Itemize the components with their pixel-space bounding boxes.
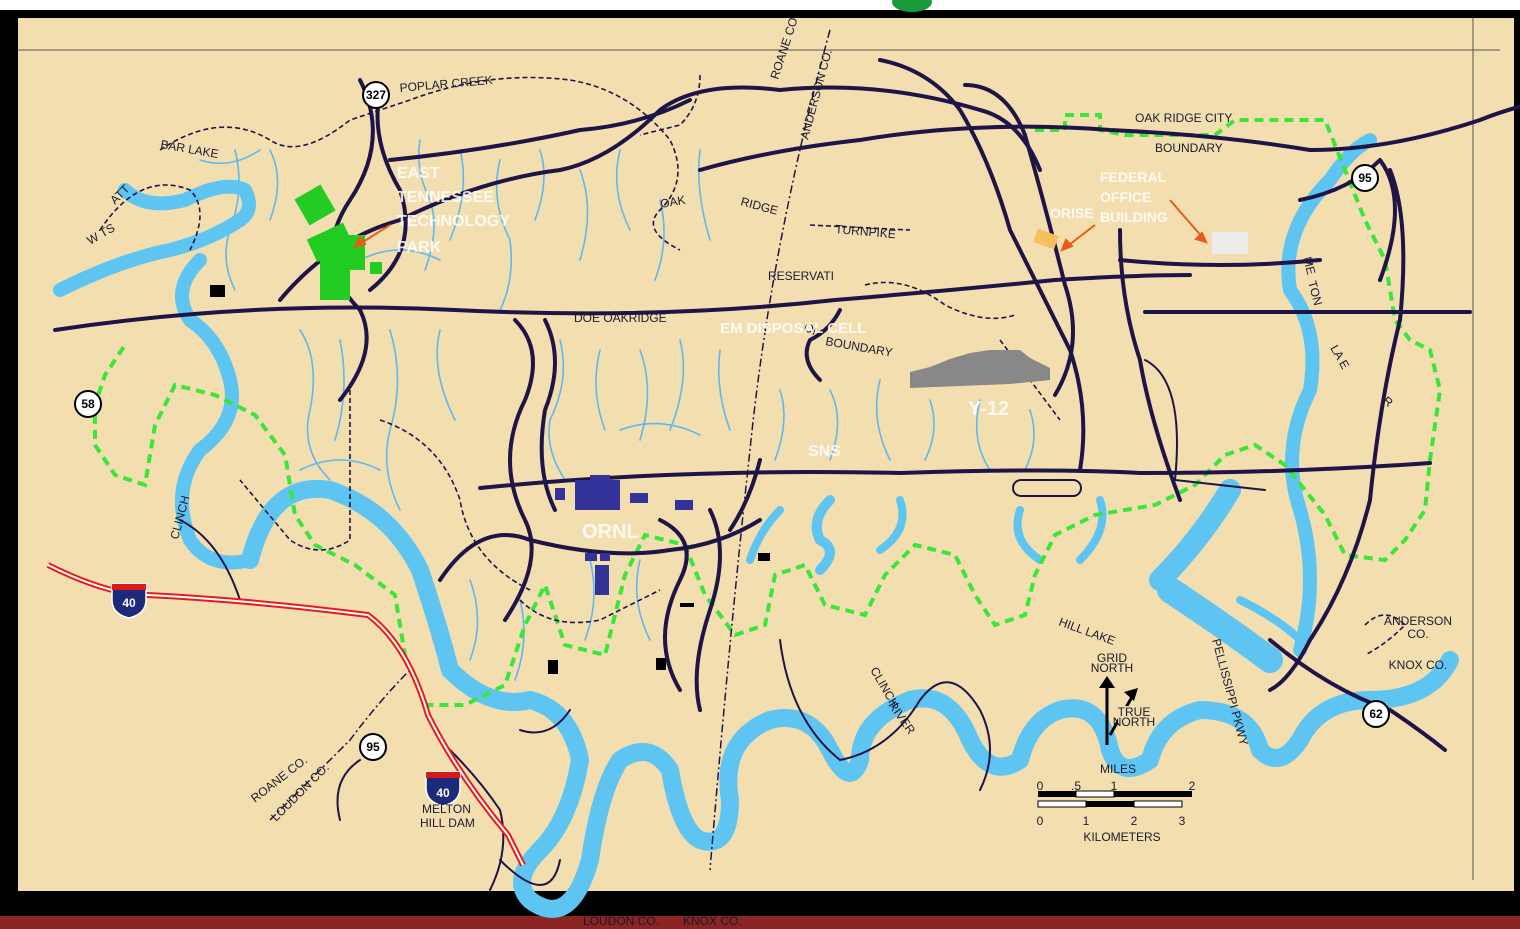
label-boundary-city: BOUNDARY [1155,141,1223,155]
label-loudon-co-bottom: LOUDON CO. [583,914,659,928]
interstate-40-shield-bottom: 40 [425,771,461,807]
sns-block [1012,479,1082,497]
route-95-shield-top: 95 [1351,164,1379,192]
svg-text:95: 95 [1358,171,1372,185]
miles-tick-0: 0 [1037,779,1044,793]
ettp-facility [294,184,382,300]
pointer-arrows [353,199,1208,252]
scale-miles-label: MILES [1100,762,1136,776]
svg-text:40: 40 [436,786,450,800]
true-north-2: NORTH [1113,715,1155,729]
clinch-river [53,133,1459,918]
interstate-40-shield-left: 40 [111,583,147,619]
label-on: ON [802,320,824,340]
label-oak: OAK [659,193,686,211]
label-oak-ridge-city: OAK RIDGE CITY [1135,111,1232,125]
label-em-disposal: EM DISPOSAL CELL [720,320,866,337]
label-sns: SNS [808,443,841,460]
label-ornl: ORNL [582,521,639,543]
label-melton-lake-1: ME [1300,255,1318,276]
scale-bar: MILES 0 .5 1 2 0 1 2 3 KILOMETERS [1037,762,1196,844]
route-shields: 327 95 58 95 62 40 40 [74,81,1390,807]
county-line-bl [269,669,411,821]
miles-tick-1: 1 [1111,779,1118,793]
label-federal-3: BUILDING [1100,209,1168,225]
federal-building [1212,232,1248,254]
route-95-shield-bottom: 95 [359,733,387,761]
scale-km-label: KILOMETERS [1083,830,1160,844]
km-tick-1: 1 [1083,814,1090,828]
km-tick-2: 2 [1131,814,1138,828]
svg-text:58: 58 [81,397,95,411]
black-sites [210,285,770,674]
label-anderson-co-br2: CO. [1407,627,1428,641]
y12-facility [910,350,1050,388]
label-melton-lake-2: TON [1305,279,1325,307]
ornl-facility [555,475,693,595]
label-knox-co-br: KNOX CO. [1389,658,1448,672]
label-anderson-co-br: ANDERSON [1384,614,1452,628]
svg-text:95: 95 [366,740,380,754]
roads [53,58,1520,891]
miles-tick-2: 2 [1189,779,1196,793]
label-federal-2: OFFICE [1100,189,1151,205]
oak-ridge-city-boundary [93,113,1443,707]
true-north-1: TRUE [1118,705,1151,719]
label-melton-hill-dam-1: MELTON [422,802,471,816]
route-327-shield: 327 [362,81,390,109]
label-ettp-1: EAST [397,165,440,182]
green-logo-fragment [892,0,932,12]
label-reservati: RESERVATI [768,269,834,283]
grid-north-2: NORTH [1091,661,1133,675]
svg-text:40: 40 [122,596,136,610]
label-federal-1: FEDERAL [1100,169,1167,185]
north-arrow: GRID NORTH TRUE NORTH [1091,651,1155,745]
grid-north-1: GRID [1097,651,1127,665]
footer-bar [0,916,1520,929]
miles-tick-half: .5 [1071,779,1081,793]
svg-text:327: 327 [366,88,386,102]
svg-text:62: 62 [1369,707,1383,721]
label-orise: ORISE [1050,205,1094,221]
label-knox-co-bottom: KNOX CO. [683,914,742,928]
label-ettp-2: TENNESSEE [397,189,494,206]
orise-facility [1033,228,1059,250]
km-tick-3: 3 [1179,814,1186,828]
label-y12: Y-12 [968,398,1009,420]
label-ettp-3: TECHNOLOGY [397,213,510,230]
km-tick-0: 0 [1037,814,1044,828]
route-58-shield: 58 [74,390,102,418]
label-melton-hill-dam-2: HILL DAM [420,816,475,830]
label-turnpike: TURNPIKE [835,222,897,241]
label-ettp-4: PARK [397,239,442,256]
label-doe-oakridge: DOE OAKRIDGE [574,311,667,325]
county-line [709,29,831,871]
route-62-shield: 62 [1362,700,1390,728]
